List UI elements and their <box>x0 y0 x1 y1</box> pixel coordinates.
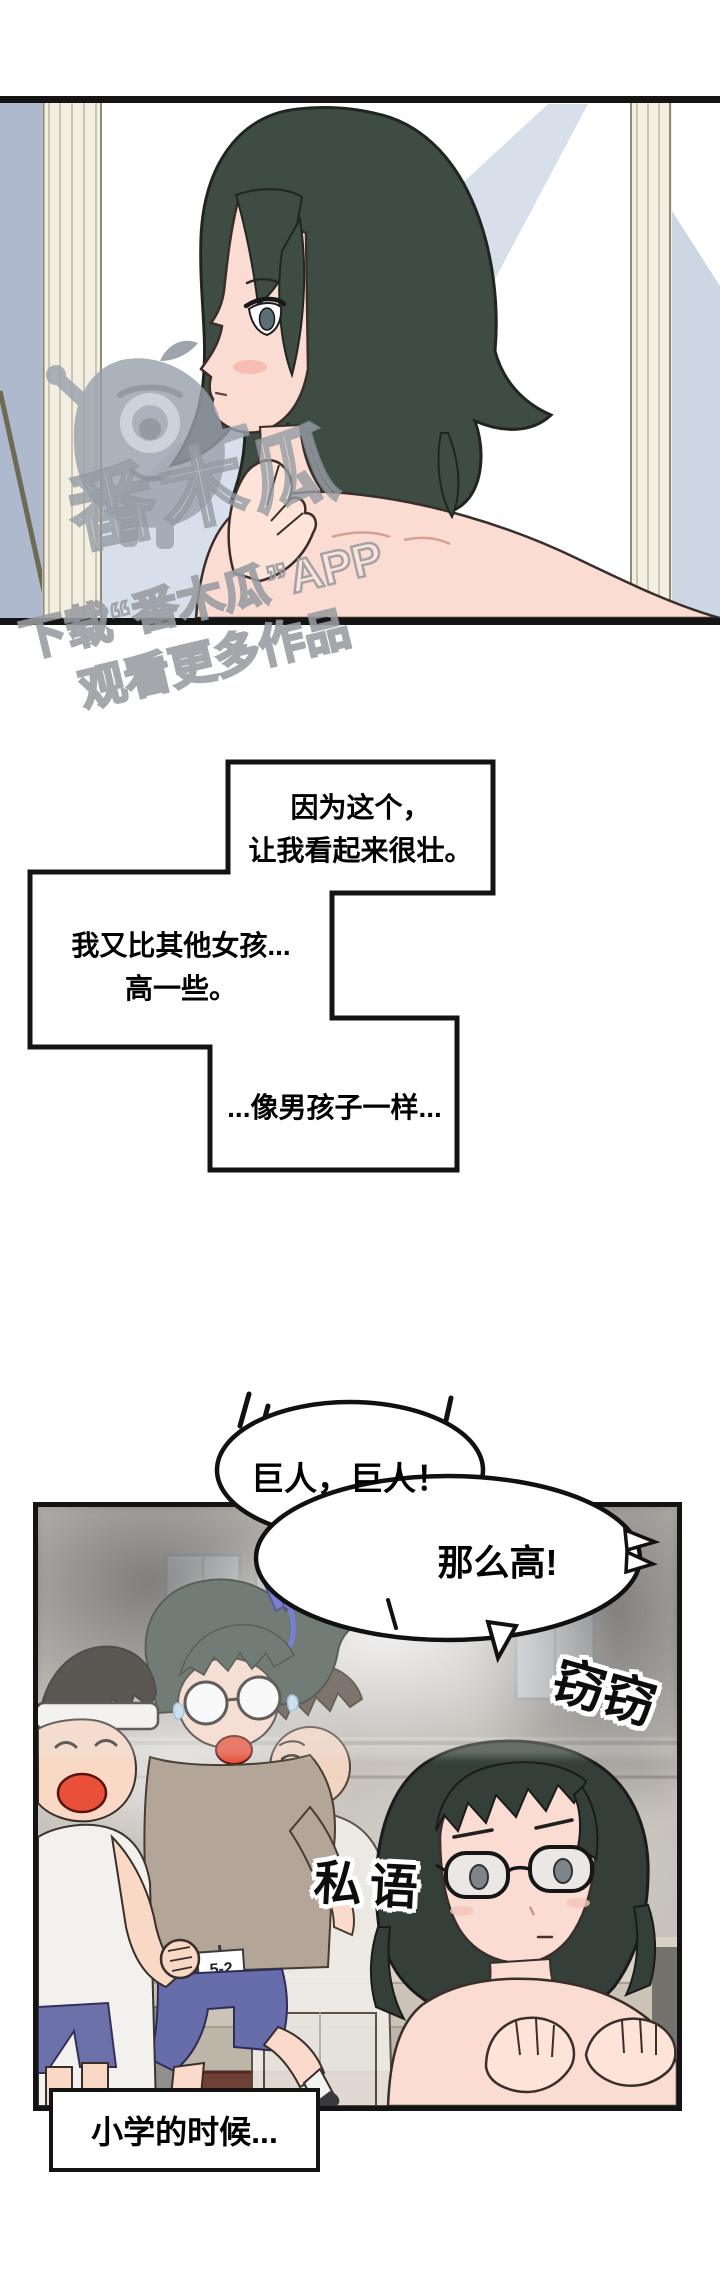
panel1-top-border <box>0 96 720 103</box>
narration-text-1-line1: 因为这个， <box>290 792 431 823</box>
girl-reflection <box>168 105 720 618</box>
panel1-mirror-scene <box>0 103 720 618</box>
mirror-scene-illustration <box>0 103 720 618</box>
narration-text-2-line1: 我又比其他女孩... <box>71 930 291 961</box>
gym-characters: 5-2 <box>38 1578 677 2106</box>
panel2-gym-scene: 5-2 <box>33 1502 682 2111</box>
narration-text-2-line2: 高一些。 <box>124 973 237 1004</box>
narration-box-outline <box>27 759 496 1173</box>
speech-bubbles <box>214 1391 661 1664</box>
sfx-whisper-left: 私语 <box>312 1857 428 1916</box>
caption-box: 小学的时候... <box>49 2088 320 2172</box>
speech-bubble-giant-text: 巨人，巨人！ <box>251 1460 449 1497</box>
speech-bubble-tall-text: 那么高! <box>437 1542 558 1583</box>
caption-text: 小学的时候... <box>91 2114 278 2150</box>
narration-text-3: ...像男孩子一样... <box>227 1092 442 1123</box>
main-character-glasses <box>369 1739 677 2106</box>
narration-text-1-line2: 让我看起来很壮。 <box>248 835 473 866</box>
panel-divider-bar <box>0 618 720 625</box>
narration-text-2: 我又比其他女孩... 高一些。 <box>30 924 332 1010</box>
narration-text-1: 因为这个， 让我看起来很壮。 <box>228 786 493 872</box>
papaya-mascot-watermark-icon <box>46 340 250 549</box>
